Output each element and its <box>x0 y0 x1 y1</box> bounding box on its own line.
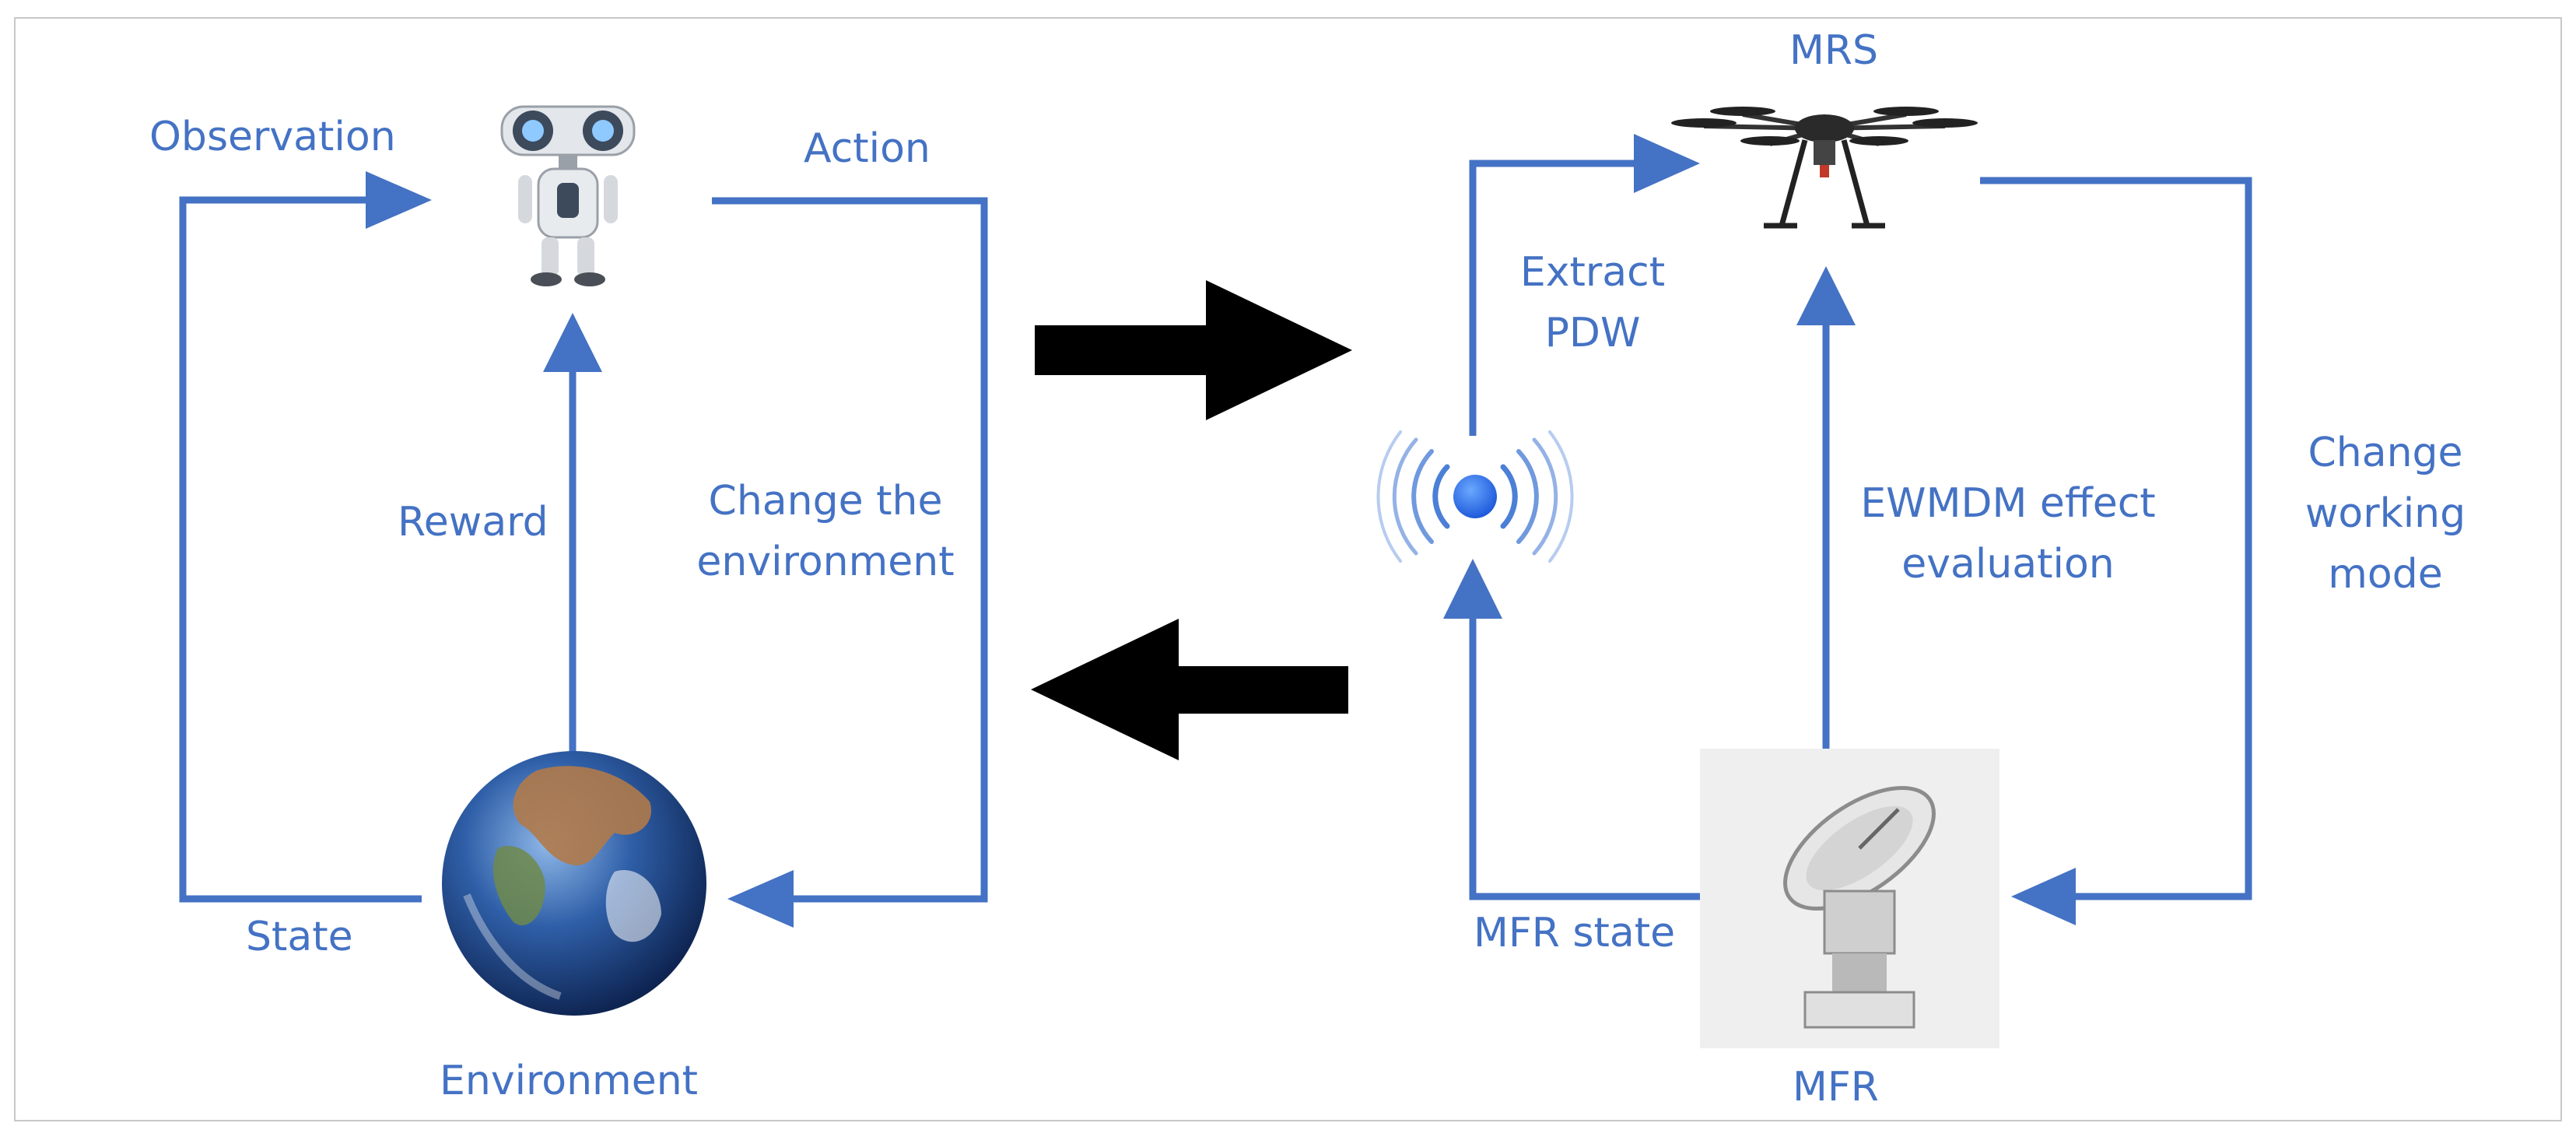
drone-icon <box>1671 107 1978 229</box>
change-mode-line <box>1980 177 2252 900</box>
forward-arrow <box>1035 280 1352 420</box>
backward-arrow <box>1031 619 1348 760</box>
state-label: State <box>246 914 353 960</box>
mrs-arrowhead <box>1634 134 1700 193</box>
mfr-state-line <box>1469 615 1700 900</box>
action-label: Action <box>804 125 931 172</box>
mfr-state-label: MFR state <box>1474 910 1676 956</box>
action-change-env-line <box>712 197 988 903</box>
reward-arrowhead <box>543 313 602 372</box>
ewmdm-evaluation-label: EWMDM effect evaluation <box>1860 480 2156 588</box>
left-arrowheads <box>366 171 794 928</box>
extract-pdw-line <box>1469 160 1642 436</box>
state-observation-line <box>179 196 422 903</box>
signal-arrowhead <box>1443 559 1502 619</box>
diagram-frame <box>14 17 2562 1121</box>
change-working-mode-label: Change working mode <box>2304 430 2466 598</box>
wireless-signal-icon <box>1376 430 1574 563</box>
observation-label: Observation <box>149 114 396 160</box>
reward-label: Reward <box>398 499 548 546</box>
left-loop-lines <box>179 196 988 903</box>
ewmdm-arrowhead <box>1796 266 1856 325</box>
mrs-label: MRS <box>1789 27 1879 74</box>
radar-dish-icon <box>1700 749 1999 1048</box>
change-environment-label: Change the environment <box>696 478 955 585</box>
observation-arrowhead <box>366 171 432 229</box>
robot-icon <box>500 105 636 286</box>
environment-arrowhead <box>727 870 794 928</box>
earth-globe-icon <box>442 751 706 1016</box>
environment-label: Environment <box>440 1058 699 1104</box>
extract-pdw-label: Extract PDW <box>1519 249 1666 356</box>
mfr-label: MFR <box>1793 1064 1879 1111</box>
right-loop-lines <box>1469 160 2252 900</box>
mfr-arrowhead <box>2011 868 2076 925</box>
right-arrowheads <box>1443 134 2076 925</box>
